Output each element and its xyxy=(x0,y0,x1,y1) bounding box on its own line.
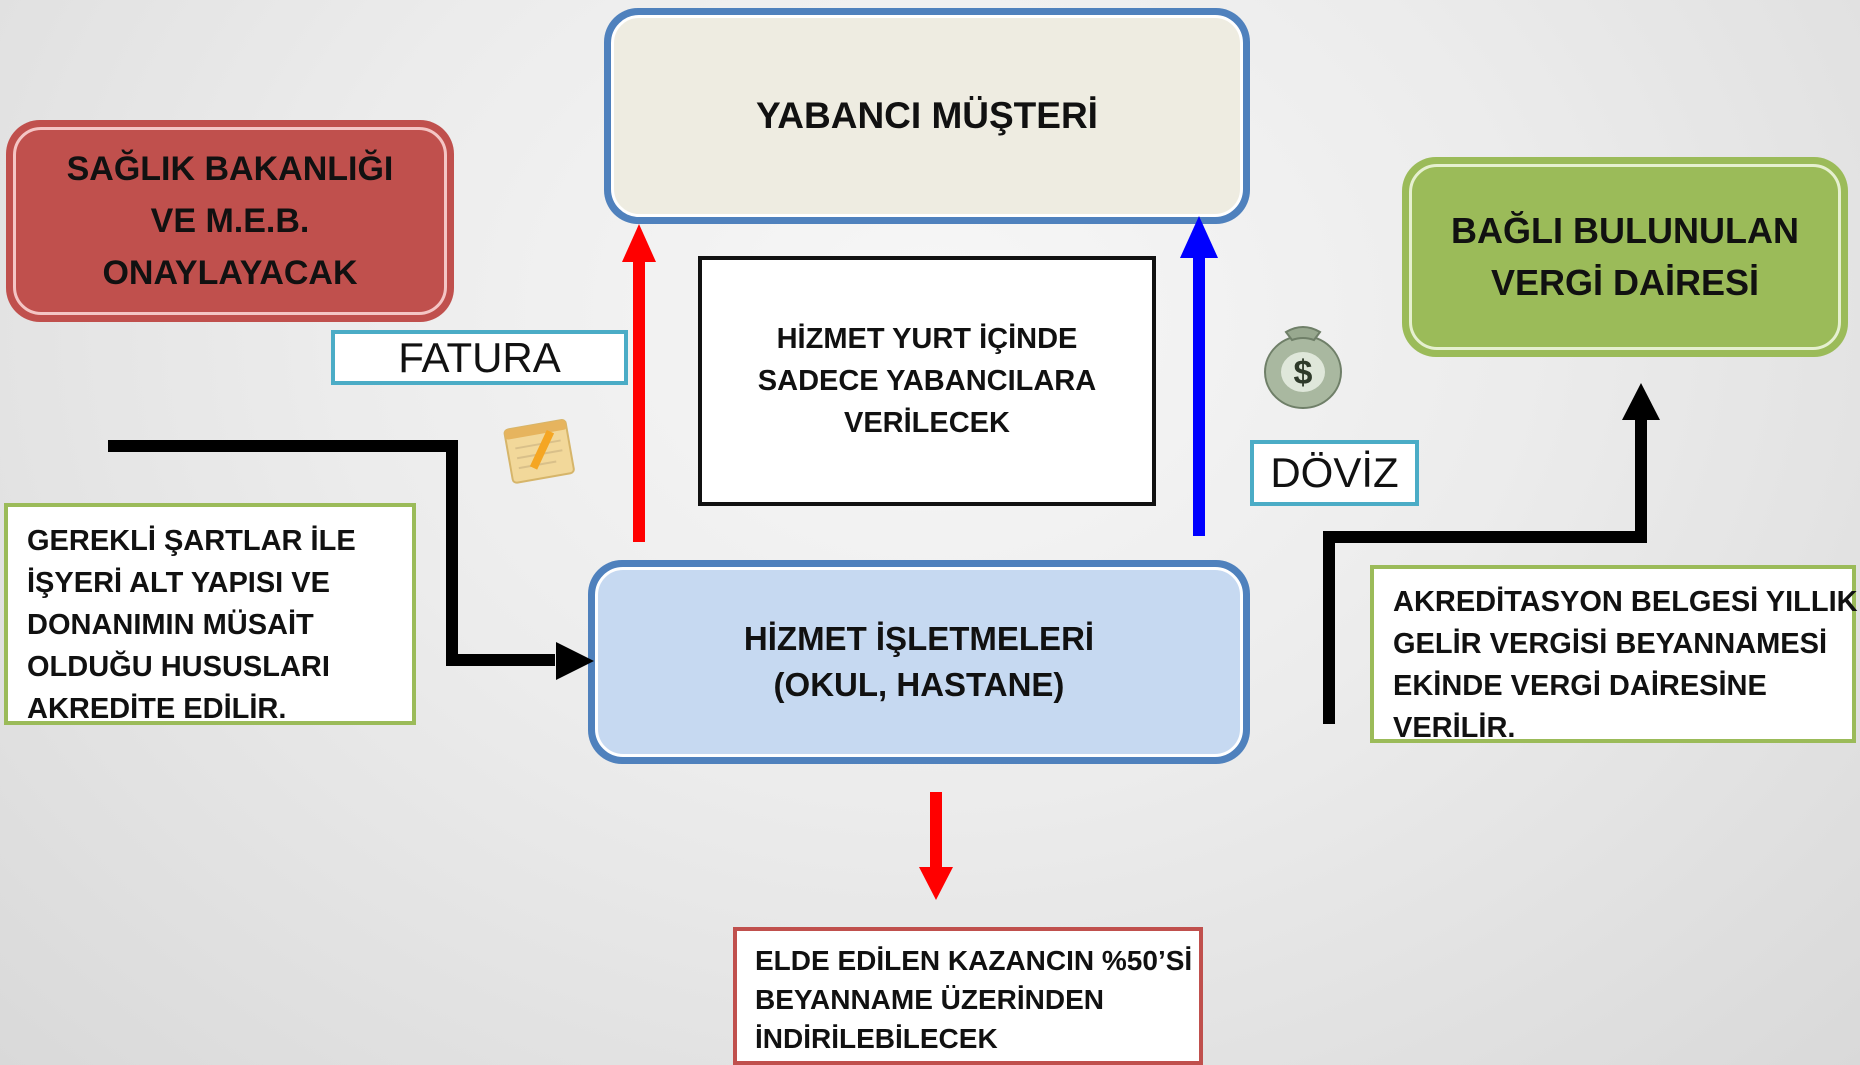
gerekli-line-2: İŞYERİ ALT YAPISI VE xyxy=(27,567,330,599)
saglik-line-3: ONAYLAYACAK xyxy=(102,254,358,292)
yabanci-musteri-box: YABANCI MÜŞTERİ xyxy=(604,8,1250,224)
yabanci-musteri-label: YABANCI MÜŞTERİ xyxy=(611,15,1243,217)
isletme-line-1: HİZMET İŞLETMELERİ xyxy=(743,620,1095,657)
money-bag-icon: $ xyxy=(1264,326,1342,409)
black-elbow-arrow-left xyxy=(108,440,594,680)
hizmet-isletmeleri-box: HİZMET İŞLETMELERİ (OKUL, HASTANE) xyxy=(588,560,1250,764)
vergi-dairesi-line-1: BAĞLI BULUNULAN xyxy=(1451,210,1799,251)
gerekli-line-1: GEREKLİ ŞARTLAR İLE xyxy=(27,525,356,557)
akreditasyon-line-2: GELİR VERGİSİ BEYANNAMESİ xyxy=(1393,628,1828,660)
akreditasyon-note: AKREDİTASYON BELGESİ YILLIK GELİR VERGİS… xyxy=(1370,565,1858,744)
akreditasyon-line-4: VERİLİR. xyxy=(1393,712,1516,744)
elde-edilen-kazanc-note: ELDE EDİLEN KAZANCIN %50’Sİ BEYANNAME ÜZ… xyxy=(733,927,1203,1065)
gerekli-sartlar-note: GEREKLİ ŞARTLAR İLE İŞYERİ ALT YAPISI VE… xyxy=(4,503,416,725)
red-up-arrow xyxy=(622,224,656,542)
gerekli-line-5: AKREDİTE EDİLİR. xyxy=(27,693,287,725)
akreditasyon-line-3: EKİNDE VERGİ DAİRESİNE xyxy=(1393,670,1767,702)
gerekli-line-3: DONANIMIN MÜSAİT xyxy=(27,609,314,641)
blue-up-arrow xyxy=(1180,216,1218,536)
hizmet-yurt-line-2: SADECE YABANCILARA xyxy=(757,365,1097,397)
saglik-line-1: SAĞLIK BAKANLIĞI xyxy=(66,150,394,188)
saglik-bakanligi-box: SAĞLIK BAKANLIĞI VE M.E.B. ONAYLAYACAK xyxy=(6,120,454,322)
vergi-dairesi-line-2: VERGİ DAİRESİ xyxy=(1490,262,1760,303)
black-elbow-arrow-right xyxy=(1323,383,1660,724)
hizmet-yurt-line-1: HİZMET YURT İÇİNDE xyxy=(776,323,1078,355)
fatura-label: FATURA xyxy=(331,330,628,385)
vergi-dairesi-box: BAĞLI BULUNULAN VERGİ DAİRESİ xyxy=(1402,157,1848,357)
akreditasyon-line-1: AKREDİTASYON BELGESİ YILLIK xyxy=(1393,586,1858,618)
elde-line-2: BEYANNAME ÜZERİNDEN xyxy=(755,984,1105,1015)
gerekli-line-4: OLDUĞU HUSUSLARI xyxy=(27,651,330,683)
hizmet-yurt-icinde-box: HİZMET YURT İÇİNDE SADECE YABANCILARA VE… xyxy=(698,256,1156,506)
elde-line-3: İNDİRİLEBİLECEK xyxy=(755,1023,998,1054)
doviz-label: DÖVİZ xyxy=(1250,440,1419,506)
invoice-notepad-icon xyxy=(503,418,575,484)
red-down-arrow xyxy=(919,792,953,900)
saglik-line-2: VE M.E.B. xyxy=(150,202,310,240)
isletme-line-2: (OKUL, HASTANE) xyxy=(773,666,1065,703)
money-symbol: $ xyxy=(1294,354,1313,392)
elde-line-1: ELDE EDİLEN KAZANCIN %50’Sİ xyxy=(755,945,1193,976)
hizmet-yurt-line-3: VERİLECEK xyxy=(844,407,1010,439)
